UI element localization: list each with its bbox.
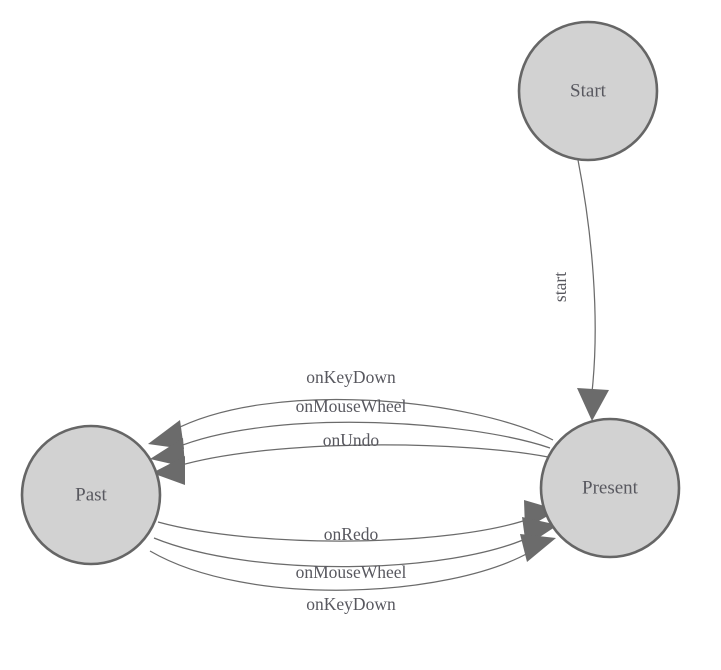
edge-label-present-past-onmousewheel: onMouseWheel xyxy=(296,396,407,416)
state-node-past-label: Past xyxy=(75,485,107,506)
state-node-past-circle xyxy=(20,424,162,566)
edge-start-to-present[interactable]: start xyxy=(550,159,609,421)
edge-label-past-present-onmousewheel: onMouseWheel xyxy=(296,562,407,582)
state-node-present-circle xyxy=(539,417,681,559)
edge-present-to-past-onmousewheel-path xyxy=(174,421,551,449)
edge-label-present-past-onkeydown: onKeyDown xyxy=(306,367,396,387)
edge-start-to-present-path xyxy=(577,159,596,393)
edge-past-to-present-onredo[interactable]: onRedo xyxy=(157,500,558,544)
edge-label-past-present-onkeydown: onKeyDown xyxy=(306,594,396,614)
state-node-start[interactable]: Start xyxy=(517,20,659,162)
edge-label-past-present-onredo: onRedo xyxy=(324,524,379,544)
edge-past-to-present-onmousewheel-path xyxy=(153,535,533,568)
state-node-start-label: Start xyxy=(570,81,607,102)
edge-past-to-present-onkeydown-path xyxy=(149,550,531,591)
edge-present-to-past-onkeydown[interactable]: onKeyDown xyxy=(148,367,554,449)
state-node-present-label: Present xyxy=(582,478,639,499)
edge-past-to-present-onredo-path xyxy=(157,517,533,542)
edge-present-to-past-onundo-path xyxy=(177,444,549,467)
edge-present-to-past-onkeydown-arrowhead xyxy=(148,420,184,449)
state-node-present[interactable]: Present xyxy=(539,417,681,559)
edge-present-to-past-onundo-arrowhead xyxy=(152,456,185,485)
edge-label-present-past-onundo: onUndo xyxy=(323,430,380,450)
edge-present-to-past-onkeydown-path xyxy=(171,398,554,441)
state-node-start-circle xyxy=(517,20,659,162)
edge-past-to-present-onkeydown[interactable]: onKeyDown xyxy=(149,534,556,614)
state-node-past[interactable]: Past xyxy=(20,424,162,566)
edge-present-to-past-onmousewheel-arrowhead xyxy=(150,438,185,467)
edge-present-to-past-onundo[interactable]: onUndo xyxy=(152,430,549,485)
edge-past-to-present-onkeydown-arrowhead xyxy=(520,534,556,562)
edge-past-to-present-onmousewheel[interactable]: onMouseWheel xyxy=(153,517,558,582)
edge-present-to-past-onmousewheel[interactable]: onMouseWheel xyxy=(150,396,551,467)
edge-start-to-present-arrowhead xyxy=(577,388,609,421)
edge-label-start: start xyxy=(550,272,570,302)
